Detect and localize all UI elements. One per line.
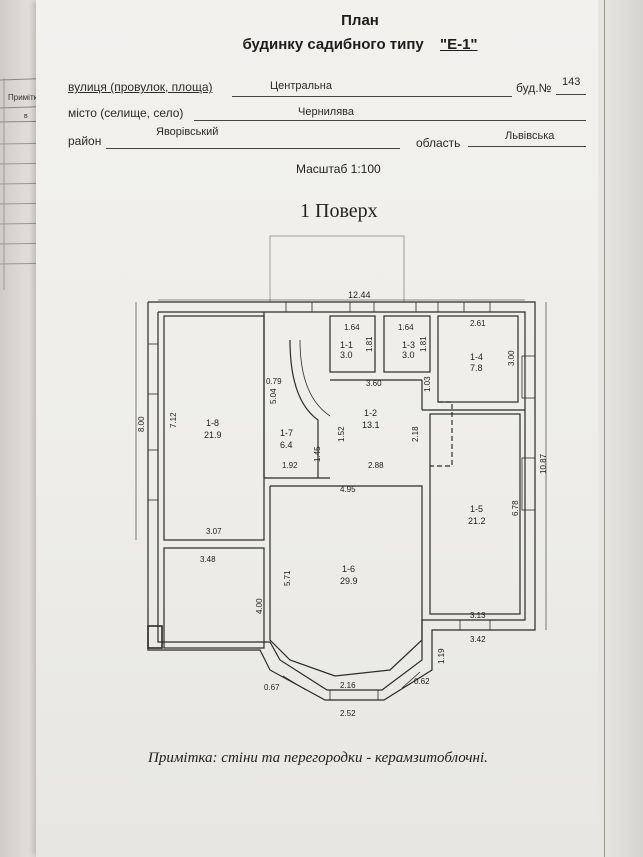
room-1-7-id: 1-7 xyxy=(280,428,293,438)
dim-7: 3.60 xyxy=(366,379,382,388)
subtitle-prefix: будинку садибного типу xyxy=(242,36,424,53)
house-no-label: буд.№ xyxy=(516,81,552,95)
room-1-8-area: 21.9 xyxy=(204,430,222,440)
pillar xyxy=(147,625,163,649)
note-text: Примітка: стіни та перегородки - керамзи… xyxy=(148,750,488,766)
dim-5: 1.81 xyxy=(365,336,374,352)
dim-25: 4.00 xyxy=(255,598,264,614)
dim-23: 3.48 xyxy=(200,555,216,564)
dim-8: 3.00 xyxy=(507,350,516,366)
room-1-5-id: 1-5 xyxy=(470,504,483,514)
region-value: Львівська xyxy=(505,130,555,142)
dim-9: 0.79 xyxy=(266,377,282,386)
dim-27: 3.42 xyxy=(470,635,486,644)
left-page-label: Примітка xyxy=(8,93,42,102)
outer-wall-inner xyxy=(157,311,526,691)
dim-12: 8.00 xyxy=(137,416,146,432)
page-subtitle: будинку садибного типу "Е-1" xyxy=(150,36,570,53)
room-1-5-outline xyxy=(429,413,521,615)
dim-4: 2.61 xyxy=(470,319,486,328)
district-label: район xyxy=(68,134,102,148)
room-1-3-id: 1-3 xyxy=(402,340,415,350)
dim-10: 1.03 xyxy=(423,376,432,392)
house-no-value: 143 xyxy=(562,76,581,88)
dim-13: 7.12 xyxy=(169,412,178,428)
dim-11: 5.04 xyxy=(269,388,278,404)
floor-title: 1 Поверх xyxy=(300,200,378,222)
room-1-6-area: 29.9 xyxy=(340,576,358,586)
stair-curve xyxy=(289,339,319,478)
dim-16: 1.52 xyxy=(337,426,346,442)
outer-wall-outer xyxy=(147,301,536,701)
region-underline xyxy=(468,146,586,147)
page-edge xyxy=(598,0,643,857)
street-label: вулиця (провулок, площа) xyxy=(68,80,213,94)
stair-curve-inner xyxy=(299,339,331,417)
dim-17: 1.92 xyxy=(282,461,298,470)
room-1-6-outline xyxy=(269,485,423,677)
left-page-mark: в xyxy=(24,113,28,120)
dim-1: 12.44 xyxy=(348,290,371,300)
room-1-8-outline xyxy=(163,315,265,541)
street-underline xyxy=(232,96,512,97)
room-1-1-outline xyxy=(329,315,376,373)
room-1-4-outline xyxy=(437,315,519,403)
city-label: місто (селище, село) xyxy=(68,106,184,120)
dim-31: 0.62 xyxy=(414,677,430,686)
stair-wall xyxy=(263,312,330,479)
room-1-3-outline xyxy=(383,315,431,373)
district-underline xyxy=(106,148,400,149)
room-1-5-area: 21.2 xyxy=(468,516,486,526)
room-1-8-id: 1-8 xyxy=(206,418,219,428)
dim-29: 0.67 xyxy=(264,683,280,692)
scale-label: Масштаб 1:100 xyxy=(296,162,381,176)
room-1-4-area: 7.8 xyxy=(470,363,483,373)
room-1-4-dash xyxy=(430,401,453,467)
room-1-1-area: 3.0 xyxy=(340,350,353,360)
room-1-1-id: 1-1 xyxy=(340,340,353,350)
house-no-underline xyxy=(556,94,586,95)
dim-24: 5.71 xyxy=(283,570,292,586)
room-1-3-area: 3.0 xyxy=(402,350,415,360)
dim-18: 2.88 xyxy=(368,461,384,470)
left-bay-outline xyxy=(163,547,265,649)
city-value: Чернилява xyxy=(298,106,354,118)
district-value: Яворівський xyxy=(156,126,219,138)
dim-22: 3.07 xyxy=(206,527,222,536)
city-underline xyxy=(194,120,586,121)
dim-6: 1.81 xyxy=(419,336,428,352)
dim-3: 1.64 xyxy=(398,323,414,332)
page-title: План xyxy=(341,12,379,29)
dim-30: 2.16 xyxy=(340,681,356,690)
dim-14: 2.18 xyxy=(411,426,420,442)
dim-20: 4.95 xyxy=(340,485,356,494)
house-type: "Е-1" xyxy=(439,36,478,53)
street-value: Центральна xyxy=(270,80,332,92)
room-1-2-area: 13.1 xyxy=(362,420,380,430)
room-1-6-id: 1-6 xyxy=(342,564,355,574)
dim-15: 1.45 xyxy=(313,446,322,462)
dim-26: 3.13 xyxy=(470,611,486,620)
dim-19: 10.87 xyxy=(539,453,548,474)
dim-21: 6.78 xyxy=(511,500,520,516)
dim-28: 1.19 xyxy=(437,648,446,664)
plan-sheet xyxy=(36,0,643,857)
dim-32: 2.52 xyxy=(340,709,356,718)
room-1-7-area: 6.4 xyxy=(280,440,293,450)
region-label: область xyxy=(416,136,461,150)
dim-2: 1.64 xyxy=(344,323,360,332)
room-1-2-id: 1-2 xyxy=(364,408,377,418)
room-1-4-id: 1-4 xyxy=(470,352,483,362)
